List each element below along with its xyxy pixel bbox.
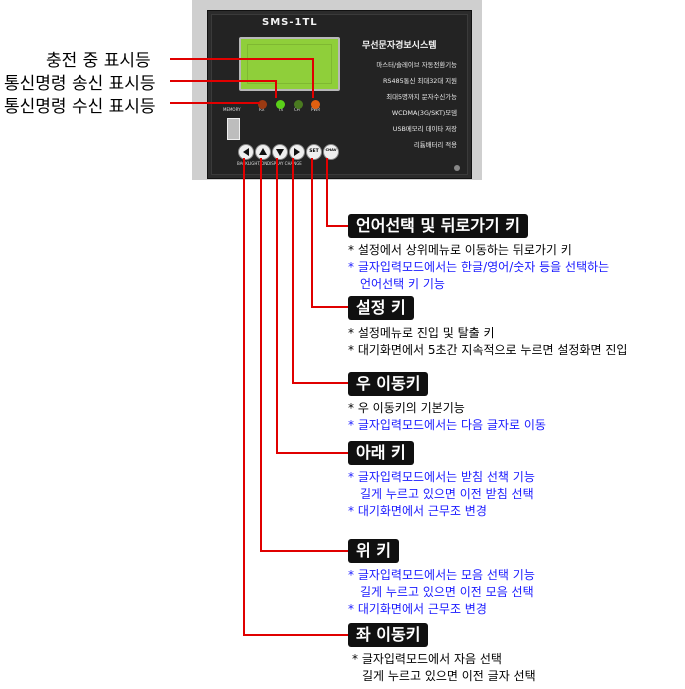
description-line: * 대기화면에서 근무조 변경 xyxy=(348,504,487,518)
down-key[interactable] xyxy=(272,144,288,160)
description-line: * 글자입력모드에서는 모음 선택 기능 xyxy=(348,568,535,582)
callout-line xyxy=(311,306,348,308)
callout-line xyxy=(275,80,277,98)
callout-line xyxy=(170,102,260,104)
transmit-indicator-led xyxy=(276,100,285,109)
device-title: 무선문자경보시스템 xyxy=(362,41,437,51)
transmit-indicator-label: 통신명령 송신 표시등 xyxy=(4,74,156,94)
description-line: 길게 누르고 있으면 이전 모음 선택 xyxy=(360,585,534,599)
description-line: * 글자입력모드에서는 받침 선책 기능 xyxy=(348,470,535,484)
charging-indicator-label: 충전 중 표시등 xyxy=(46,51,151,71)
set-key-heading: 설정 키 xyxy=(348,296,414,320)
description-line: 언어선택 키 기능 xyxy=(360,277,445,291)
description-line: 길게 누르고 있으면 이전 글자 선택 xyxy=(362,669,536,683)
device-feature: USB메모리 데이타 저장 xyxy=(392,125,457,133)
led-label-rx: RX xyxy=(259,107,265,112)
receive-indicator-led xyxy=(258,100,267,109)
channel-indicator-led xyxy=(294,100,303,109)
callout-line xyxy=(170,80,277,82)
up-key[interactable] xyxy=(255,144,271,160)
device-feature: 최대5명까지 문자수신가능 xyxy=(386,93,457,101)
set-key-label: SET xyxy=(309,149,319,154)
led-label-pwr: PWR xyxy=(311,107,321,112)
up-key-heading: 위 키 xyxy=(348,539,400,563)
usb-port xyxy=(227,118,240,140)
right-key-heading: 우 이동키 xyxy=(348,372,429,396)
left-key-heading: 좌 이동키 xyxy=(348,623,429,647)
callout-line xyxy=(326,158,328,227)
device-feature: WCDMA(3G/SKT)모뎀 xyxy=(391,109,457,117)
description-line: * 대기화면에서 5초간 지속적으로 누르면 설정화면 진입 xyxy=(348,343,628,357)
charging-indicator-led xyxy=(311,100,320,109)
left-key[interactable] xyxy=(238,144,254,160)
display-change-label: DISPLAY CHANGE xyxy=(267,161,302,166)
set-key[interactable]: SET xyxy=(306,144,322,160)
callout-line xyxy=(326,225,348,227)
description-line: * 설정메뉴로 진입 및 탈출 키 xyxy=(348,326,495,340)
controller-front-panel: SMS-1TL 무선문자경보시스템 마스터/슬레이브 자동전환기능 RS485통… xyxy=(207,10,472,179)
callout-line xyxy=(260,550,348,552)
description-line: 길게 누르고 있으면 이전 받침 선택 xyxy=(360,487,534,501)
device-model-label: SMS-1TL xyxy=(262,17,318,28)
usb-port-label: MEMORY xyxy=(223,107,241,112)
callout-line xyxy=(292,382,348,384)
chav-key-label: CHAV xyxy=(325,148,337,152)
device-feature: RS485통신 최대32대 지원 xyxy=(382,77,457,85)
description-line: * 글자입력모드에서는 한글/영어/숫자 등을 선택하는 xyxy=(348,260,610,274)
description-line: * 글자입력모드에서는 다음 글자로 이동 xyxy=(348,418,546,432)
callout-line xyxy=(311,158,313,308)
description-line: * 설정에서 상위메뉴로 이동하는 뒤로가기 키 xyxy=(348,243,572,257)
right-key[interactable] xyxy=(289,144,305,160)
description-line: * 우 이동키의 기본기능 xyxy=(348,401,465,415)
receive-indicator-label: 통신명령 수신 표시등 xyxy=(4,97,156,117)
lcd-screen xyxy=(239,37,340,91)
callout-line xyxy=(243,634,348,636)
device-feature: 마스터/슬레이브 자동전환기능 xyxy=(376,61,457,69)
callout-line xyxy=(312,58,314,98)
device-feature: 리튬배터리 적용 xyxy=(413,141,457,149)
language-back-key[interactable]: CHAV xyxy=(323,144,339,160)
panel-face: SMS-1TL 무선문자경보시스템 마스터/슬레이브 자동전환기능 RS485통… xyxy=(211,14,468,175)
panel-screw xyxy=(454,165,460,171)
callout-line xyxy=(276,452,348,454)
description-line: * 글자입력모드에서 자음 선택 xyxy=(352,652,502,666)
language-back-key-heading: 언어선택 및 뒤로가기 키 xyxy=(348,214,528,238)
callout-line xyxy=(292,158,294,384)
callout-line xyxy=(170,58,314,60)
led-label-ch: CH xyxy=(294,107,300,112)
callout-line xyxy=(260,158,262,552)
backlight-label: BACKLIGHT/ON xyxy=(237,161,268,166)
callout-line xyxy=(276,158,278,454)
callout-line xyxy=(243,158,245,636)
led-label-tx: TX xyxy=(278,107,284,112)
down-key-heading: 아래 키 xyxy=(348,441,414,465)
description-line: * 대기화면에서 근무조 변경 xyxy=(348,602,487,616)
